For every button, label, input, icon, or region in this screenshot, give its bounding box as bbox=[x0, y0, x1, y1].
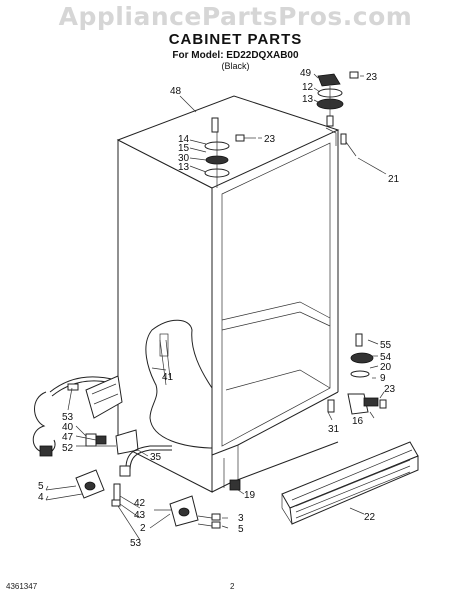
callout-41: 41 bbox=[162, 372, 174, 383]
callout-13-upper-left: 13 bbox=[178, 162, 190, 173]
callout-numbers: 48 49 12 13 23 14 15 30 13 23 21 41 55 5… bbox=[38, 68, 400, 549]
callout-20: 20 bbox=[380, 362, 392, 373]
callout-4: 4 bbox=[38, 492, 44, 503]
leveling-bracket-left bbox=[45, 469, 105, 501]
callout-3: 3 bbox=[238, 513, 244, 524]
callout-23-lower-right: 23 bbox=[384, 384, 396, 395]
upper-right-hinge bbox=[316, 71, 359, 157]
side-cutout bbox=[145, 319, 213, 449]
leveling-bracket-center bbox=[111, 483, 221, 529]
callout-53-left: 53 bbox=[62, 412, 74, 423]
callout-2: 2 bbox=[140, 523, 146, 534]
callout-42: 42 bbox=[134, 498, 146, 509]
cabinet-body bbox=[116, 95, 340, 493]
upper-left-hinge bbox=[204, 117, 256, 188]
callout-43: 43 bbox=[134, 510, 146, 521]
power-cord-assembly bbox=[32, 375, 139, 457]
callout-19: 19 bbox=[244, 490, 256, 501]
document-number: 4361347 bbox=[6, 582, 38, 591]
callout-31: 31 bbox=[328, 424, 340, 435]
page-number: 2 bbox=[230, 582, 235, 591]
callout-14: 14 bbox=[178, 134, 190, 145]
callout-5-bottom: 5 bbox=[238, 524, 244, 535]
callout-21: 21 bbox=[388, 174, 400, 185]
callout-53-bottom: 53 bbox=[130, 538, 142, 549]
callout-15: 15 bbox=[178, 143, 190, 154]
callout-49: 49 bbox=[300, 68, 312, 79]
callout-30: 30 bbox=[178, 153, 190, 164]
model-number: For Model: ED22DQXAB00 bbox=[172, 50, 299, 61]
callout-40: 40 bbox=[62, 422, 74, 433]
callout-23-upper-left: 23 bbox=[264, 134, 276, 145]
callout-52: 52 bbox=[62, 443, 74, 454]
drain-tube bbox=[119, 445, 172, 477]
leader-lines bbox=[45, 73, 387, 541]
roller-part bbox=[229, 479, 241, 491]
callout-23-upper-right: 23 bbox=[366, 72, 378, 83]
callout-35: 35 bbox=[150, 452, 162, 463]
toe-grille bbox=[281, 441, 419, 525]
callout-5-left: 5 bbox=[38, 481, 44, 492]
diagram-title: CABINET PARTS bbox=[168, 31, 303, 48]
callout-55: 55 bbox=[380, 340, 392, 351]
callout-12: 12 bbox=[302, 82, 314, 93]
watermark-text: AppliancePartsPros.com bbox=[58, 2, 413, 31]
callout-47: 47 bbox=[62, 432, 74, 443]
callout-22: 22 bbox=[364, 512, 376, 523]
callout-9: 9 bbox=[380, 373, 386, 384]
callout-54: 54 bbox=[380, 352, 392, 363]
callout-48: 48 bbox=[170, 86, 182, 97]
callout-16: 16 bbox=[352, 416, 364, 427]
callout-13-upper-right: 13 bbox=[302, 94, 314, 105]
color-variant: (Black) bbox=[221, 61, 250, 71]
lower-right-hinge bbox=[327, 333, 387, 415]
